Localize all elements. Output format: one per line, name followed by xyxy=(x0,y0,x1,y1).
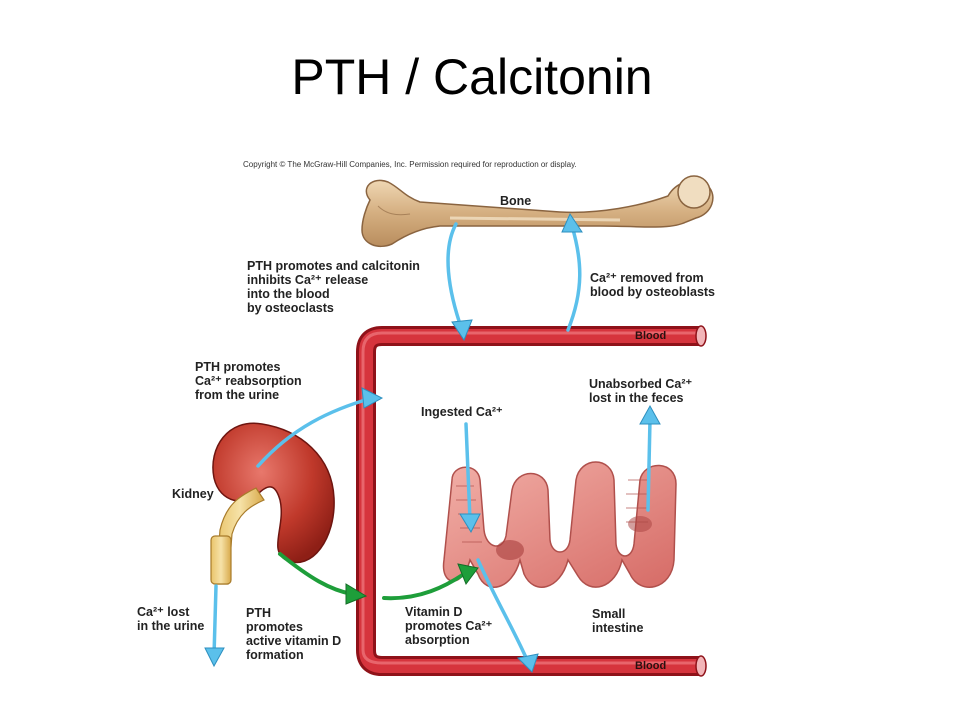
bone-label: Bone xyxy=(500,194,531,208)
pth-vitamin-d-label: PTH promotes active vitamin D formation xyxy=(246,606,341,662)
blood-bottom-label: Blood xyxy=(635,660,666,672)
osteoblasts-label: Ca²⁺ removed from blood by osteoblasts xyxy=(590,271,715,299)
small-intestine-illustration xyxy=(444,462,676,587)
pth-reabsorption-label: PTH promotes Ca²⁺ reabsorption from the … xyxy=(195,360,302,402)
arrow-urine-loss xyxy=(214,586,216,656)
arrow-blood-to-bone xyxy=(568,226,580,330)
ingested-ca-label: Ingested Ca²⁺ xyxy=(421,405,503,419)
small-intestine-label: Small intestine xyxy=(592,607,643,635)
kidney-illustration xyxy=(211,423,334,584)
unabsorbed-ca-label: Unabsorbed Ca²⁺ lost in the feces xyxy=(589,377,692,405)
vitamin-d-absorption-label: Vitamin D promotes Ca²⁺ absorption xyxy=(405,605,492,647)
bone-illustration xyxy=(362,176,713,246)
arrow-bone-to-blood xyxy=(448,224,462,330)
blood-top-label: Blood xyxy=(635,330,666,342)
pth-bone-label: PTH promotes and calcitonin inhibits Ca²… xyxy=(247,259,420,315)
arrow-unabsorbed-ca xyxy=(648,420,650,510)
kidney-label: Kidney xyxy=(172,487,214,501)
urine-loss-label: Ca²⁺ lost in the urine xyxy=(137,605,204,633)
arrow-kidney-to-vessel xyxy=(280,554,352,594)
